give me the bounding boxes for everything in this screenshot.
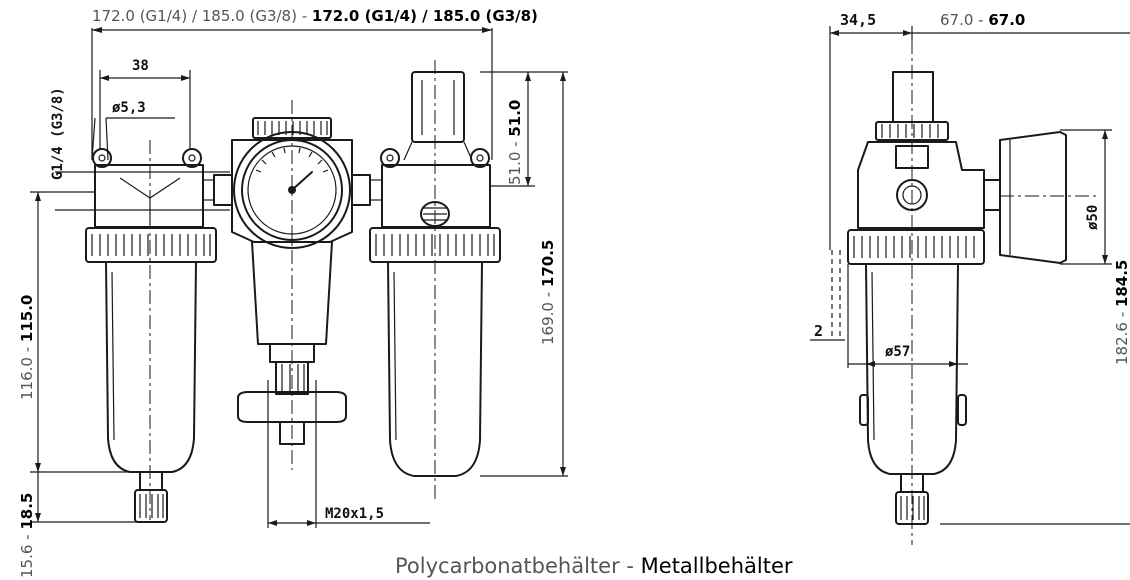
caption-poly: Polycarbonatbehälter	[395, 554, 620, 578]
top-width-poly-label: 172.0 (G1/4) / 185.0 (G3/8)	[92, 7, 297, 25]
caption-separator: -	[620, 554, 641, 578]
svg-text:172.0 (G1/4) / 185.0 (G3/8) -: 172.0 (G1/4) / 185.0 (G3/8) - 172.0 (G1/…	[92, 7, 538, 25]
side-offset-label: 34,5	[840, 11, 876, 29]
depth-poly-label: 67.0	[940, 11, 973, 29]
svg-text:51.0 - 51.0: 51.0 - 51.0	[506, 100, 524, 185]
gauge-diameter-label: ø50	[1085, 205, 1101, 230]
body-height-poly-label: 116.0	[18, 357, 36, 400]
top-width-dimension	[91, 27, 493, 160]
wall-thickness-label: 2	[814, 322, 823, 340]
svg-text:182.6 - 184.5: 182.6 - 184.5	[1113, 260, 1130, 365]
bowl-diameter-label: ø57	[885, 344, 910, 360]
side-view: 34,5 67.0 - 67.0 ø50 ø5	[810, 11, 1130, 545]
front-view: 172.0 (G1/4) / 185.0 (G3/8) - 172.0 (G1/…	[18, 7, 568, 578]
hole-diameter-label: ø5,3	[112, 100, 146, 116]
drain-height-poly-label: 15.6	[18, 545, 36, 578]
total-height-metal-label: 170.5	[539, 240, 557, 287]
upper-height-metal-label: 51.0	[506, 100, 524, 137]
side-height-metal-label: 184.5	[1113, 260, 1130, 307]
svg-text:67.0 - 67.0: 67.0 - 67.0	[940, 11, 1025, 29]
port-spacing-label: 38	[132, 58, 149, 74]
svg-text:116.0 - 115.0: 116.0 - 115.0	[18, 295, 36, 400]
top-width-separator: -	[297, 7, 312, 25]
svg-text:15.6 - 18.5: 15.6 - 18.5	[18, 493, 36, 578]
depth-metal-label: 67.0	[988, 11, 1025, 29]
thread-size-label: G1/4 (G3/8)	[50, 87, 66, 180]
filter-unit	[85, 148, 217, 523]
total-height-poly-label: 169.0	[539, 302, 557, 345]
caption: Polycarbonatbehälter - Metallbehälter	[395, 554, 793, 578]
top-width-metal-label: 172.0 (G1/4) / 185.0 (G3/8)	[312, 7, 538, 25]
side-height-poly-label: 182.6	[1113, 322, 1130, 365]
mount-thread-label: M20x1,5	[325, 506, 384, 522]
drain-height-metal-label: 18.5	[18, 493, 36, 530]
svg-text:169.0 - 170.5: 169.0 - 170.5	[539, 240, 557, 345]
body-height-metal-label: 115.0	[18, 295, 36, 342]
caption-metal: Metallbehälter	[641, 554, 793, 578]
upper-height-poly-label: 51.0	[506, 152, 524, 185]
